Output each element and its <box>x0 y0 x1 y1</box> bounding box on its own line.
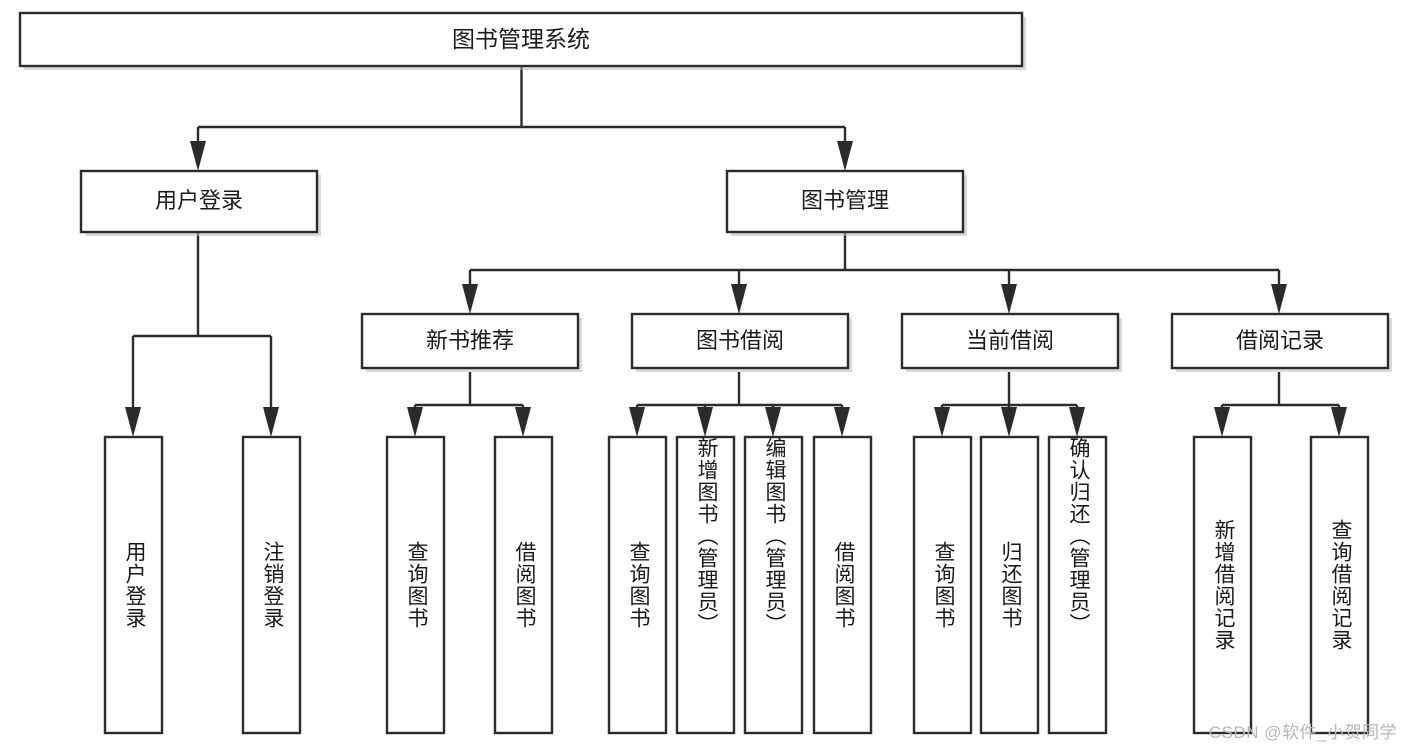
root-box[interactable] <box>18 11 1024 68</box>
leaf-box-logout-login[interactable] <box>241 435 302 735</box>
arrow-leaf-query-book-3 <box>934 407 950 437</box>
leaf-box-query-book-2[interactable] <box>607 435 668 735</box>
arrow-leaf-return-book <box>1001 407 1017 437</box>
node-borrow-record[interactable]: 借阅记录 <box>1170 312 1392 372</box>
user-login-box[interactable] <box>79 169 319 234</box>
node-book-management[interactable]: 图书管理 <box>725 169 967 236</box>
node-new-book-recommend[interactable]: 新书推荐 <box>360 312 582 372</box>
new-book-box[interactable] <box>360 312 580 370</box>
leaf-boxes-group <box>103 435 1370 735</box>
book-borrow-box[interactable] <box>630 312 850 370</box>
arrow-leaf-add-record <box>1214 407 1230 437</box>
user-login-label: 用户登录 <box>155 188 243 213</box>
leaf-box-query-record[interactable] <box>1309 435 1370 735</box>
borrow-record-box[interactable] <box>1170 312 1390 370</box>
arrow-leaf-query-record <box>1331 407 1347 437</box>
arrow-current-borrow <box>1001 284 1017 314</box>
node-current-borrow[interactable]: 当前借阅 <box>900 312 1122 372</box>
borrow-record-label: 借阅记录 <box>1236 328 1324 353</box>
arrow-book-mgmt <box>837 141 853 171</box>
arrow-leaf-user-login <box>125 407 141 437</box>
leaf-box-edit-book[interactable] <box>743 435 804 735</box>
arrow-leaf-logout <box>263 407 279 437</box>
leaf-box-add-record[interactable] <box>1192 435 1253 735</box>
arrow-leaf-borrow-book-2 <box>834 407 850 437</box>
arrow-book-borrow <box>731 284 747 314</box>
leaf-box-borrow-book-2[interactable] <box>812 435 873 735</box>
leaf-box-return-book[interactable] <box>979 435 1040 735</box>
book-mgmt-label: 图书管理 <box>801 188 889 213</box>
book-borrow-label: 图书借阅 <box>696 328 784 353</box>
arrow-leaf-add-book <box>697 407 713 437</box>
leaf-box-confirm-return[interactable] <box>1047 435 1108 735</box>
arrow-new-book-recommend <box>462 284 478 314</box>
leaf-box-user-login[interactable] <box>103 435 164 735</box>
arrow-leaf-borrow-book-1 <box>515 407 531 437</box>
arrow-leaf-edit-book <box>765 407 781 437</box>
root-label: 图书管理系统 <box>452 26 590 52</box>
connector-group-current-borrow <box>934 372 1085 437</box>
node-root-system[interactable]: 图书管理系统 <box>18 11 1026 70</box>
book-mgmt-box[interactable] <box>725 169 965 234</box>
connector-group-new-book <box>407 372 531 437</box>
leaf-box-query-book-1[interactable] <box>385 435 446 735</box>
new-book-label: 新书推荐 <box>426 328 514 353</box>
arrow-user-login <box>190 141 206 171</box>
current-borrow-label: 当前借阅 <box>966 328 1054 353</box>
connector-group-book-borrow <box>629 372 850 437</box>
node-book-borrow[interactable]: 图书借阅 <box>630 312 852 372</box>
leaf-box-add-book[interactable] <box>675 435 736 735</box>
current-borrow-box[interactable] <box>900 312 1120 370</box>
arrow-leaf-query-book-2 <box>629 407 645 437</box>
arrow-leaf-query-book-1 <box>407 407 423 437</box>
arrow-leaf-confirm-return <box>1069 407 1085 437</box>
leaf-box-borrow-book-1[interactable] <box>493 435 554 735</box>
connector-group-root <box>190 66 853 171</box>
node-user-login[interactable]: 用户登录 <box>79 169 321 236</box>
leaf-box-query-book-3[interactable] <box>912 435 973 735</box>
connector-group-book-mgmt <box>462 232 1287 314</box>
connector-group-borrow-record <box>1214 372 1347 437</box>
arrow-borrow-record <box>1271 284 1287 314</box>
csdn-watermark: CSDN @软件_小贺同学 <box>1208 723 1397 742</box>
connector-group-user-login <box>125 232 279 437</box>
